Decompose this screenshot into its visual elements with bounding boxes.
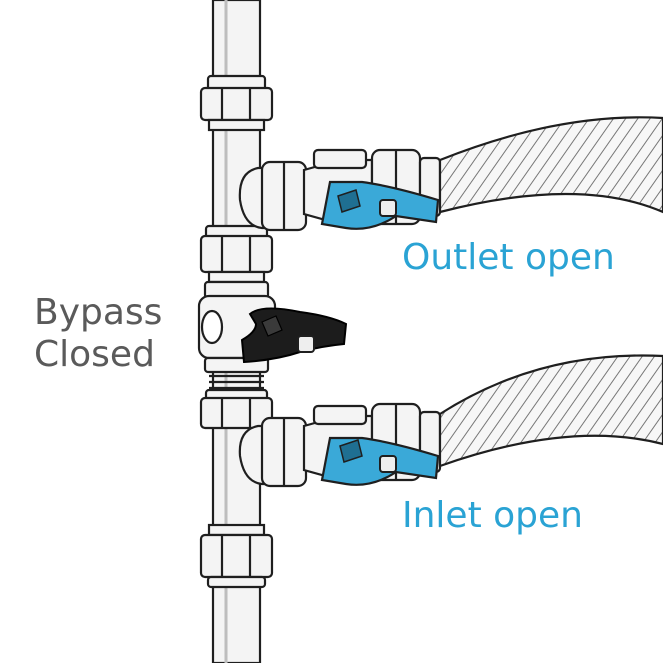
outlet-valve-handle[interactable] <box>320 180 440 230</box>
upper-tee-nut <box>199 224 274 284</box>
bypass-label-line1: Bypass <box>34 292 163 333</box>
inlet-braided-hose <box>438 354 663 468</box>
inlet-valve-handle[interactable] <box>320 436 440 486</box>
bypass-closed-label: Bypass Closed <box>34 292 162 377</box>
outlet-braided-hose <box>438 116 663 214</box>
top-compression-nut <box>199 74 274 132</box>
bypass-valve-handle[interactable] <box>240 307 348 364</box>
outlet-open-label: Outlet open <box>402 237 615 278</box>
bottom-compression-nut <box>199 523 274 589</box>
bypass-label-line2: Closed <box>34 334 155 376</box>
lower-tee-nut <box>199 388 274 430</box>
inlet-open-label: Inlet open <box>402 495 583 536</box>
